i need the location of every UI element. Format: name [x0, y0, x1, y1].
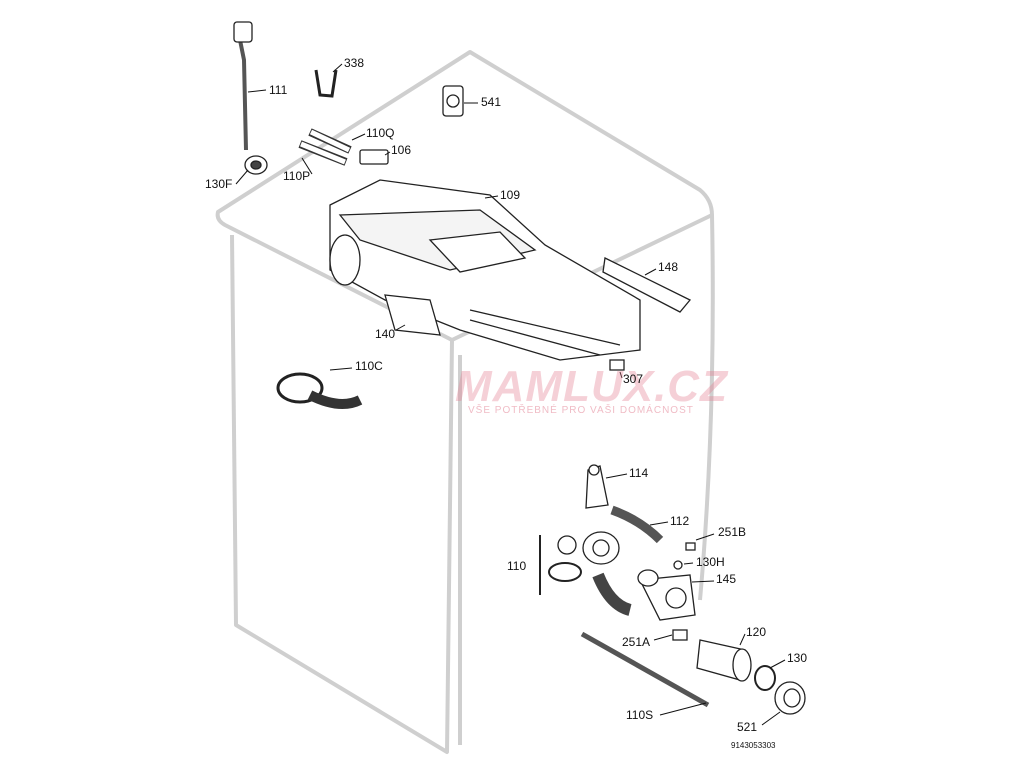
watermark-tagline: VŠE POTŘEBNÉ PRO VAŠI DOMÁCNOST: [468, 405, 694, 416]
label-148: 148: [658, 260, 679, 274]
label-145: 145: [716, 572, 737, 586]
label-140: 140: [375, 327, 396, 341]
drawing-number: 9143053303: [731, 741, 776, 750]
label-120: 120: [746, 625, 767, 639]
label-110C: 110C: [355, 359, 383, 373]
label-114: 114: [629, 466, 649, 480]
label-338: 338: [344, 56, 365, 70]
label-110P: 110P: [283, 169, 311, 183]
label-130: 130: [787, 651, 808, 665]
label-111: 111: [269, 83, 288, 97]
label-112: 112: [670, 514, 690, 528]
label-307: 307: [623, 372, 644, 386]
label-130F: 130F: [205, 177, 233, 191]
label-110S: 110S: [626, 708, 654, 722]
label-251B: 251B: [718, 525, 747, 539]
watermark-brand: MAMLUX.CZ: [455, 362, 728, 411]
label-251A: 251A: [622, 635, 651, 649]
label-130H: 130H: [696, 555, 725, 569]
label-109: 109: [500, 188, 521, 202]
label-521: 521: [737, 720, 758, 734]
label-110: 110: [507, 559, 527, 573]
cabinet-outline: [215, 50, 715, 754]
machine-parts: [233, 21, 806, 726]
label-106: 106: [391, 143, 412, 157]
label-110Q: 110Q: [366, 126, 395, 140]
label-541: 541: [481, 95, 502, 109]
